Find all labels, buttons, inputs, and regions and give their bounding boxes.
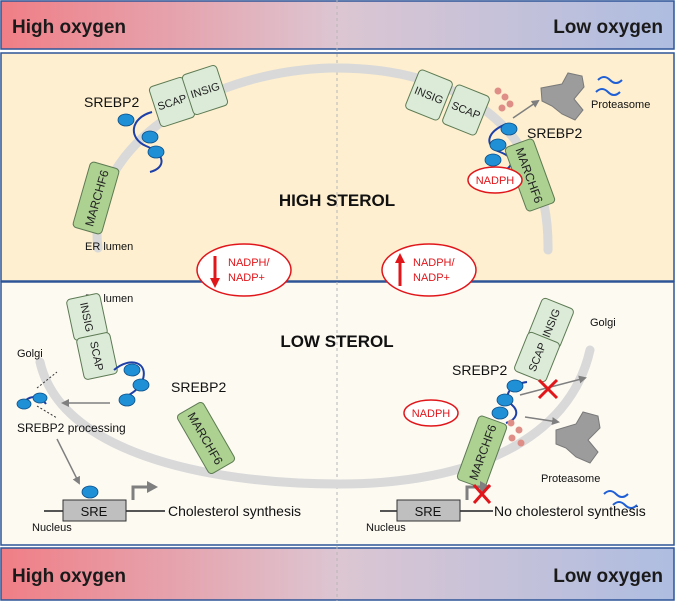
low-sterol-title: LOW STEROL [280, 332, 393, 351]
srebp2-blob [132, 378, 150, 392]
peptide-fragment-icon [597, 76, 623, 84]
high-sterol-right-complex: INSIG SCAP Proteasome SREBP2 MARCHF6 NAD… [405, 69, 650, 212]
ratio-left-line2: NADP+ [228, 272, 265, 284]
srebp2-processing-label: SREBP2 processing [17, 421, 126, 435]
ubiquitin-dot [506, 100, 514, 108]
nadph-label-ls: NADPH [412, 408, 451, 420]
scap-box-hs-left: SCAP [148, 77, 196, 127]
srebp2-bound-blob [81, 485, 99, 499]
srebp2-blob [489, 138, 507, 152]
nucleus-label-ls-left: Nucleus [32, 522, 72, 534]
peptide-fragment-icon [612, 501, 638, 509]
srebp2-blob [496, 393, 514, 407]
nadph-oval-hs [467, 166, 523, 194]
ubiquitin-dot [517, 439, 525, 447]
nadph-label-hs: NADPH [476, 175, 515, 187]
ubiquitin-dot [498, 104, 506, 112]
scap-box-hs-right: SCAP [442, 84, 490, 136]
degradation-arrow-ls [524, 416, 560, 426]
peptide-fragment-icon [603, 490, 629, 498]
srebp2-blob [117, 113, 135, 127]
cholesterol-synthesis-label: Cholesterol synthesis [168, 503, 301, 519]
high-sterol-left-complex: SCAP INSIG SREBP2 MARCHF6 ER lumen [72, 65, 229, 253]
bottom-low-oxygen-label: Low oxygen [553, 566, 663, 587]
ratio-indicator-right: NADPH/ NADP+ [381, 243, 477, 297]
nucleus-label-ls-right: Nucleus [366, 522, 406, 534]
srebp2-blob [147, 145, 165, 159]
ubiquitin-dot [494, 87, 502, 95]
sre-label-ls-right: SRE [415, 504, 442, 519]
insig-box-hs-left: INSIG [181, 65, 229, 115]
srebp2-blob [123, 363, 141, 377]
nuclear-entry-arrow [56, 438, 80, 485]
scap-box-ls-right: SCAP [514, 331, 560, 383]
bottom-oxygen-banner [0, 547, 675, 601]
srebp2-label-hs-left: SREBP2 [84, 94, 139, 110]
proteasome-icon [540, 72, 585, 121]
golgi-label-ls-left: Golgi [17, 348, 43, 360]
bottom-high-oxygen-label: High oxygen [12, 566, 126, 587]
srebp2-label-ls-left: SREBP2 [171, 379, 226, 395]
sre-label-ls-left: SRE [81, 504, 108, 519]
ratio-indicator-left: NADPH/ NADP+ [196, 243, 292, 297]
cleavage-line [36, 371, 58, 389]
ratio-right-line1: NADPH/ [413, 257, 456, 269]
insig-box-ls-left: INSIG [66, 293, 108, 341]
golgi-label-ls-right: Golgi [590, 317, 616, 329]
srebp2-label-hs-right: SREBP2 [527, 125, 582, 141]
ratio-left-line1: NADPH/ [228, 257, 271, 269]
high-sterol-title: HIGH STEROL [279, 191, 395, 210]
sre-box-ls-left [62, 499, 127, 522]
proteasome-label-ls: Proteasome [541, 473, 600, 485]
proteasome-icon [555, 411, 601, 464]
srebp2-blob [491, 406, 509, 420]
srebp2-blob [506, 379, 524, 393]
er-lumen-label-hs: ER lumen [85, 241, 133, 253]
transcription-arrow-head [480, 481, 491, 493]
er-membrane-low-sterol [35, 345, 595, 489]
block-x-icon [472, 484, 492, 504]
srebp2-blob [16, 398, 32, 410]
peptide-fragment-icon [595, 88, 621, 96]
ubiquitin-dot [507, 419, 515, 427]
ubiquitin-dot [501, 93, 509, 101]
nadph-oval-ls [403, 399, 459, 427]
srebp2-blob [32, 392, 48, 404]
low-sterol-right-complex: Golgi INSIG SCAP SREBP2 NADPH MARCHF6 Pr… [366, 297, 646, 534]
transcription-arrow-icon [131, 485, 148, 500]
ratio-right-line2: NADP+ [413, 272, 450, 284]
block-x-icon [537, 378, 559, 400]
ubiquitin-dot [508, 434, 516, 442]
scap-box-ls-left: SCAP [76, 332, 118, 380]
srebp2-loop-hs-left [133, 111, 163, 173]
srebp2-blob [484, 153, 502, 167]
srebp2-loop-hs-right [488, 123, 513, 173]
transcription-arrow-head [147, 481, 158, 493]
insig-box-hs-right: INSIG [405, 69, 453, 121]
srebp2-label-ls-right: SREBP2 [452, 362, 507, 378]
no-cholesterol-synthesis-label: No cholesterol synthesis [494, 503, 646, 519]
sre-box-ls-right [396, 499, 461, 522]
degradation-arrow-hs [512, 99, 540, 119]
proteasome-label-hs: Proteasome [591, 99, 650, 111]
ubiquitin-dot [515, 426, 523, 434]
srebp2-blob [500, 122, 518, 136]
srebp2-blob [141, 130, 159, 144]
srebp2-blob [118, 393, 136, 407]
top-low-oxygen-label: Low oxygen [553, 17, 663, 38]
marchf6-box-ls-right: MARCHF6 [456, 415, 508, 489]
top-high-oxygen-label: High oxygen [12, 17, 126, 38]
